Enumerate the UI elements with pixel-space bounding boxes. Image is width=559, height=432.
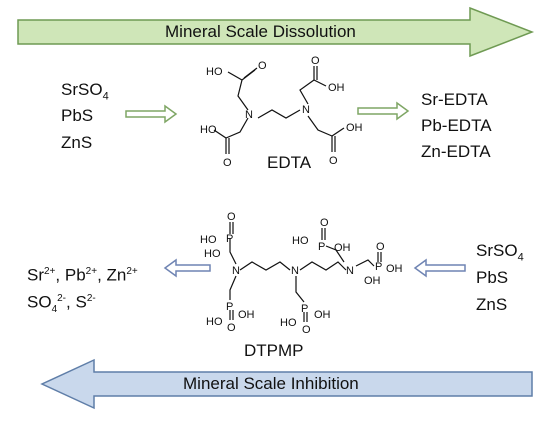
edta-n2: N bbox=[302, 104, 310, 116]
edta-label: EDTA bbox=[267, 153, 312, 172]
dtpmp-ho-1: HO bbox=[200, 234, 217, 246]
dtpmp-n3: N bbox=[346, 265, 354, 277]
dtpmp-p2: P bbox=[226, 301, 233, 313]
reactant-srso4: SrSO4 bbox=[61, 80, 109, 103]
scale-zns: ZnS bbox=[476, 295, 508, 314]
reactant-zns: ZnS bbox=[61, 133, 93, 152]
scale-to-dtpmp-arrow bbox=[413, 258, 466, 278]
dtpmp-label: DTPMP bbox=[244, 341, 304, 360]
dtpmp-o4: O bbox=[320, 217, 329, 229]
reactant-to-edta-arrow bbox=[125, 104, 178, 124]
inhibition-banner-label: Mineral Scale Inhibition bbox=[183, 374, 359, 393]
dtpmp-oh-3: OH bbox=[238, 309, 255, 321]
dtpmp-ho-4: HO bbox=[280, 317, 297, 329]
dtpmp-oh-7: OH bbox=[364, 275, 381, 287]
dtpmp-ho-3: HO bbox=[206, 316, 223, 328]
dtpmp-oh-5: OH bbox=[334, 242, 351, 254]
dtpmp-p5: P bbox=[375, 261, 382, 273]
ions-line-1: Sr2+, Pb2+, Zn2+ bbox=[27, 265, 138, 285]
ions-line-2: SO42-, S2- bbox=[27, 292, 96, 316]
edta-o-1: O bbox=[258, 60, 267, 72]
product-pb-edta: Pb-EDTA bbox=[421, 116, 492, 135]
scale-pbs: PbS bbox=[476, 268, 509, 287]
dtpmp-oh-4: OH bbox=[314, 309, 331, 321]
dtpmp-n1: N bbox=[232, 265, 240, 277]
dtpmp-oh-6: OH bbox=[386, 263, 403, 275]
dissolution-banner-label: Mineral Scale Dissolution bbox=[165, 22, 356, 41]
dtpmp-o5: O bbox=[376, 241, 385, 253]
dtpmp-p4: P bbox=[318, 241, 325, 253]
dissolution-banner-arrow bbox=[17, 6, 535, 58]
edta-o-3: O bbox=[223, 157, 232, 169]
dtpmp-o2: O bbox=[227, 322, 236, 334]
edta-n1: N bbox=[245, 109, 253, 121]
dtpmp-o1: O bbox=[227, 211, 236, 223]
edta-oh-3: HO bbox=[200, 124, 217, 136]
dtpmp-ho-2: HO bbox=[204, 248, 221, 260]
dtpmp-o3: O bbox=[302, 324, 311, 336]
edta-o-4: O bbox=[329, 155, 338, 167]
edta-oh-1: HO bbox=[206, 66, 223, 78]
dtpmp-p1: P bbox=[226, 233, 233, 245]
dtpmp-n2: N bbox=[291, 265, 299, 277]
edta-oh-2: OH bbox=[328, 82, 345, 94]
edta-o-2: O bbox=[311, 55, 320, 67]
product-zn-edta: Zn-EDTA bbox=[421, 142, 491, 161]
scale-srso4: SrSO4 bbox=[476, 241, 524, 264]
dtpmp-p3: P bbox=[301, 303, 308, 315]
dtpmp-ho-5: HO bbox=[292, 235, 309, 247]
edta-oh-4: OH bbox=[346, 122, 363, 134]
inhibition-banner-arrow bbox=[40, 358, 533, 410]
dtpmp-to-ions-arrow bbox=[163, 258, 211, 278]
product-sr-edta: Sr-EDTA bbox=[421, 90, 488, 109]
reactant-pbs: PbS bbox=[61, 106, 94, 125]
edta-to-product-arrow bbox=[357, 101, 410, 121]
